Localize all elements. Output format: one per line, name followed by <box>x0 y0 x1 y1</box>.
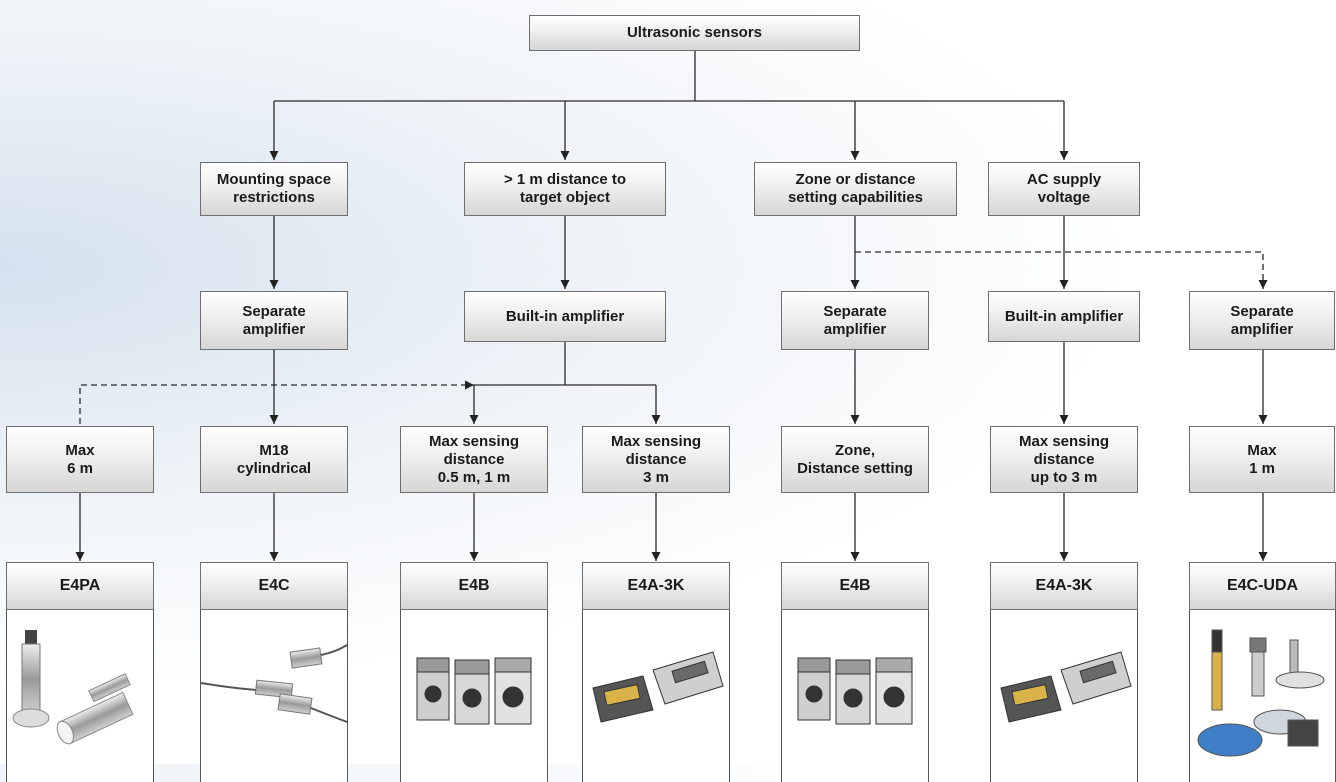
product-card-e4c-uda: E4C-UDA <box>1189 562 1336 782</box>
spec-max-6m: Max 6 m <box>6 426 154 493</box>
product-card-e4a-3k-2: E4A-3K <box>990 562 1138 782</box>
amplifier-separate-1: Separate amplifier <box>200 291 348 350</box>
product-card-e4a-3k-1: E4A-3K <box>582 562 730 782</box>
product-card-e4pa: E4PA <box>6 562 154 782</box>
product-model-e4pa: E4PA <box>6 562 154 610</box>
connector-lines <box>75 51 1268 561</box>
amplifier-built-in-2: Built-in amplifier <box>988 291 1140 342</box>
root-node: Ultrasonic sensors <box>529 15 860 51</box>
product-image-e4b-2 <box>797 657 913 725</box>
product-model-e4b-2: E4B <box>781 562 929 610</box>
spec-max-sensing-0-5-1m: Max sensing distance 0.5 m, 1 m <box>400 426 548 493</box>
product-model-e4c-uda: E4C-UDA <box>1189 562 1336 610</box>
product-model-e4a-3k-2: E4A-3K <box>990 562 1138 610</box>
product-model-e4a-3k-1: E4A-3K <box>582 562 730 610</box>
product-model-e4b-1: E4B <box>400 562 548 610</box>
criterion-ac-supply: AC supply voltage <box>988 162 1140 216</box>
amplifier-built-in-1: Built-in amplifier <box>464 291 666 342</box>
spec-max-sensing-3m: Max sensing distance 3 m <box>582 426 730 493</box>
product-card-e4b-2: E4B <box>781 562 929 782</box>
criterion-mounting-space: Mounting space restrictions <box>200 162 348 216</box>
spec-max-1m: Max 1 m <box>1189 426 1335 493</box>
product-image-e4c <box>201 644 347 723</box>
criterion-zone-setting: Zone or distance setting capabilities <box>754 162 957 216</box>
product-image-e4pa <box>12 630 134 745</box>
product-image-e4c-uda <box>1197 629 1325 757</box>
product-card-e4c: E4C <box>200 562 348 782</box>
product-card-e4b-1: E4B <box>400 562 548 782</box>
spec-m18-cylindrical: M18 cylindrical <box>200 426 348 493</box>
spec-zone-distance-setting: Zone, Distance setting <box>781 426 929 493</box>
spec-max-sensing-up-to-3m: Max sensing distance up to 3 m <box>990 426 1138 493</box>
amplifier-separate-2: Separate amplifier <box>781 291 929 350</box>
criterion-distance-to-target: > 1 m distance to target object <box>464 162 666 216</box>
product-model-e4c: E4C <box>200 562 348 610</box>
product-image-e4b-1 <box>416 657 532 725</box>
product-image-e4a-3k-1 <box>592 651 724 723</box>
product-image-e4a-3k-2 <box>1000 651 1132 723</box>
amplifier-separate-3: Separate amplifier <box>1189 291 1335 350</box>
